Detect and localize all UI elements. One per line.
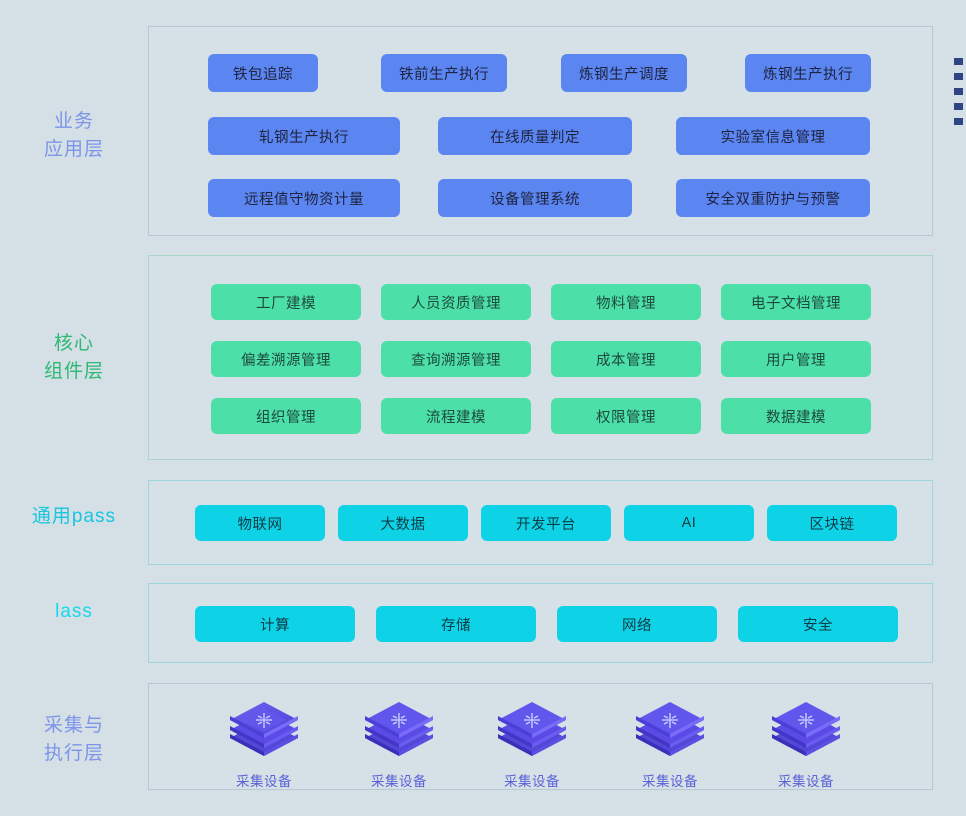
iaas-button-wangluo[interactable]: 网络 [557,606,717,642]
core-button-quanxian-guanli[interactable]: 权限管理 [551,398,701,434]
app-button-liangang-shengchan-diaodu[interactable]: 炼钢生产调度 [561,54,687,92]
core-button-piancha-suyuan-guanli[interactable]: 偏差溯源管理 [211,341,361,377]
paas-button-wulianwang[interactable]: 物联网 [195,505,325,541]
layer-label-business-application: 业务 应用层 [43,111,104,160]
panel-general-paas: 物联网 大数据 开发平台 AI 区块链 [148,480,933,565]
edge-marker [954,73,963,80]
edge-marker-group [954,58,966,133]
core-button-chengben-guanli[interactable]: 成本管理 [551,341,701,377]
layer-label-iaas: lass [55,601,93,622]
core-button-dianzi-wendang-guanli[interactable]: 电子文档管理 [721,284,871,320]
device-caption: 采集设备 [371,774,427,789]
paas-button-dashuju[interactable]: 大数据 [338,505,468,541]
core-button-chaxun-suyuan-guanli[interactable]: 查询溯源管理 [381,341,531,377]
device-item[interactable]: 采集设备 [344,698,454,790]
device-item[interactable]: 采集设备 [751,698,861,790]
app-button-zaixian-zhiliang-panding[interactable]: 在线质量判定 [438,117,632,155]
device-caption: 采集设备 [778,774,834,789]
edge-marker [954,118,963,125]
device-item[interactable]: 采集设备 [209,698,319,790]
device-caption: 采集设备 [236,774,292,789]
layer-label-general-paas: 通用pass [31,506,117,527]
iaas-button-cunchu[interactable]: 存储 [376,606,536,642]
device-caption: 采集设备 [504,774,560,789]
core-button-zuzhi-guanli[interactable]: 组织管理 [211,398,361,434]
cube-device-icon [768,698,844,760]
app-button-liangang-shengchan-zhixing[interactable]: 炼钢生产执行 [745,54,871,92]
app-button-yuancheng-zhishou-wuzi-jiliang[interactable]: 远程值守物资计量 [208,179,400,217]
app-button-anquan-shuangzhong-fanghu-yujing[interactable]: 安全双重防护与预警 [676,179,870,217]
panel-iaas: 计算 存储 网络 安全 [148,583,933,663]
app-button-tieqian-shengchan-zhixing[interactable]: 铁前生产执行 [381,54,507,92]
core-button-shuju-jianmo[interactable]: 数据建模 [721,398,871,434]
core-button-gongchang-jianmo[interactable]: 工厂建模 [211,284,361,320]
panel-collection-execution: 采集设备 [148,683,933,790]
layer-label-collection-execution: 采集与 执行层 [43,715,104,764]
edge-marker [954,58,963,65]
panel-core-component: 工厂建模 人员资质管理 物料管理 电子文档管理 偏差溯源管理 查询溯源管理 成本… [148,255,933,460]
core-button-renyuan-zizhi-guanli[interactable]: 人员资质管理 [381,284,531,320]
panel-business-application: 铁包追踪 铁前生产执行 炼钢生产调度 炼钢生产执行 轧钢生产执行 在线质量判定 … [148,26,933,236]
paas-button-ai[interactable]: AI [624,505,754,541]
iaas-button-jisuan[interactable]: 计算 [195,606,355,642]
paas-button-kaifa-pingtai[interactable]: 开发平台 [481,505,611,541]
iaas-button-anquan[interactable]: 安全 [738,606,898,642]
device-caption: 采集设备 [642,774,698,789]
device-item[interactable]: 采集设备 [615,698,725,790]
app-button-shiyanshi-xinxi-guanli[interactable]: 实验室信息管理 [676,117,870,155]
edge-marker [954,103,963,110]
cube-device-icon [632,698,708,760]
cube-device-icon [494,698,570,760]
core-button-liucheng-jianmo[interactable]: 流程建模 [381,398,531,434]
layer-label-core-component: 核心 组件层 [43,333,104,382]
cube-device-icon [361,698,437,760]
app-button-zhagang-shengchan-zhixing[interactable]: 轧钢生产执行 [208,117,400,155]
device-item[interactable]: 采集设备 [477,698,587,790]
cube-device-icon [226,698,302,760]
app-button-shebei-guanli-xitong[interactable]: 设备管理系统 [438,179,632,217]
app-button-tiebao-zhuizong[interactable]: 铁包追踪 [208,54,318,92]
paas-button-qukuailian[interactable]: 区块链 [767,505,897,541]
edge-marker [954,88,963,95]
core-button-wuliao-guanli[interactable]: 物料管理 [551,284,701,320]
core-button-yonghu-guanli[interactable]: 用户管理 [721,341,871,377]
